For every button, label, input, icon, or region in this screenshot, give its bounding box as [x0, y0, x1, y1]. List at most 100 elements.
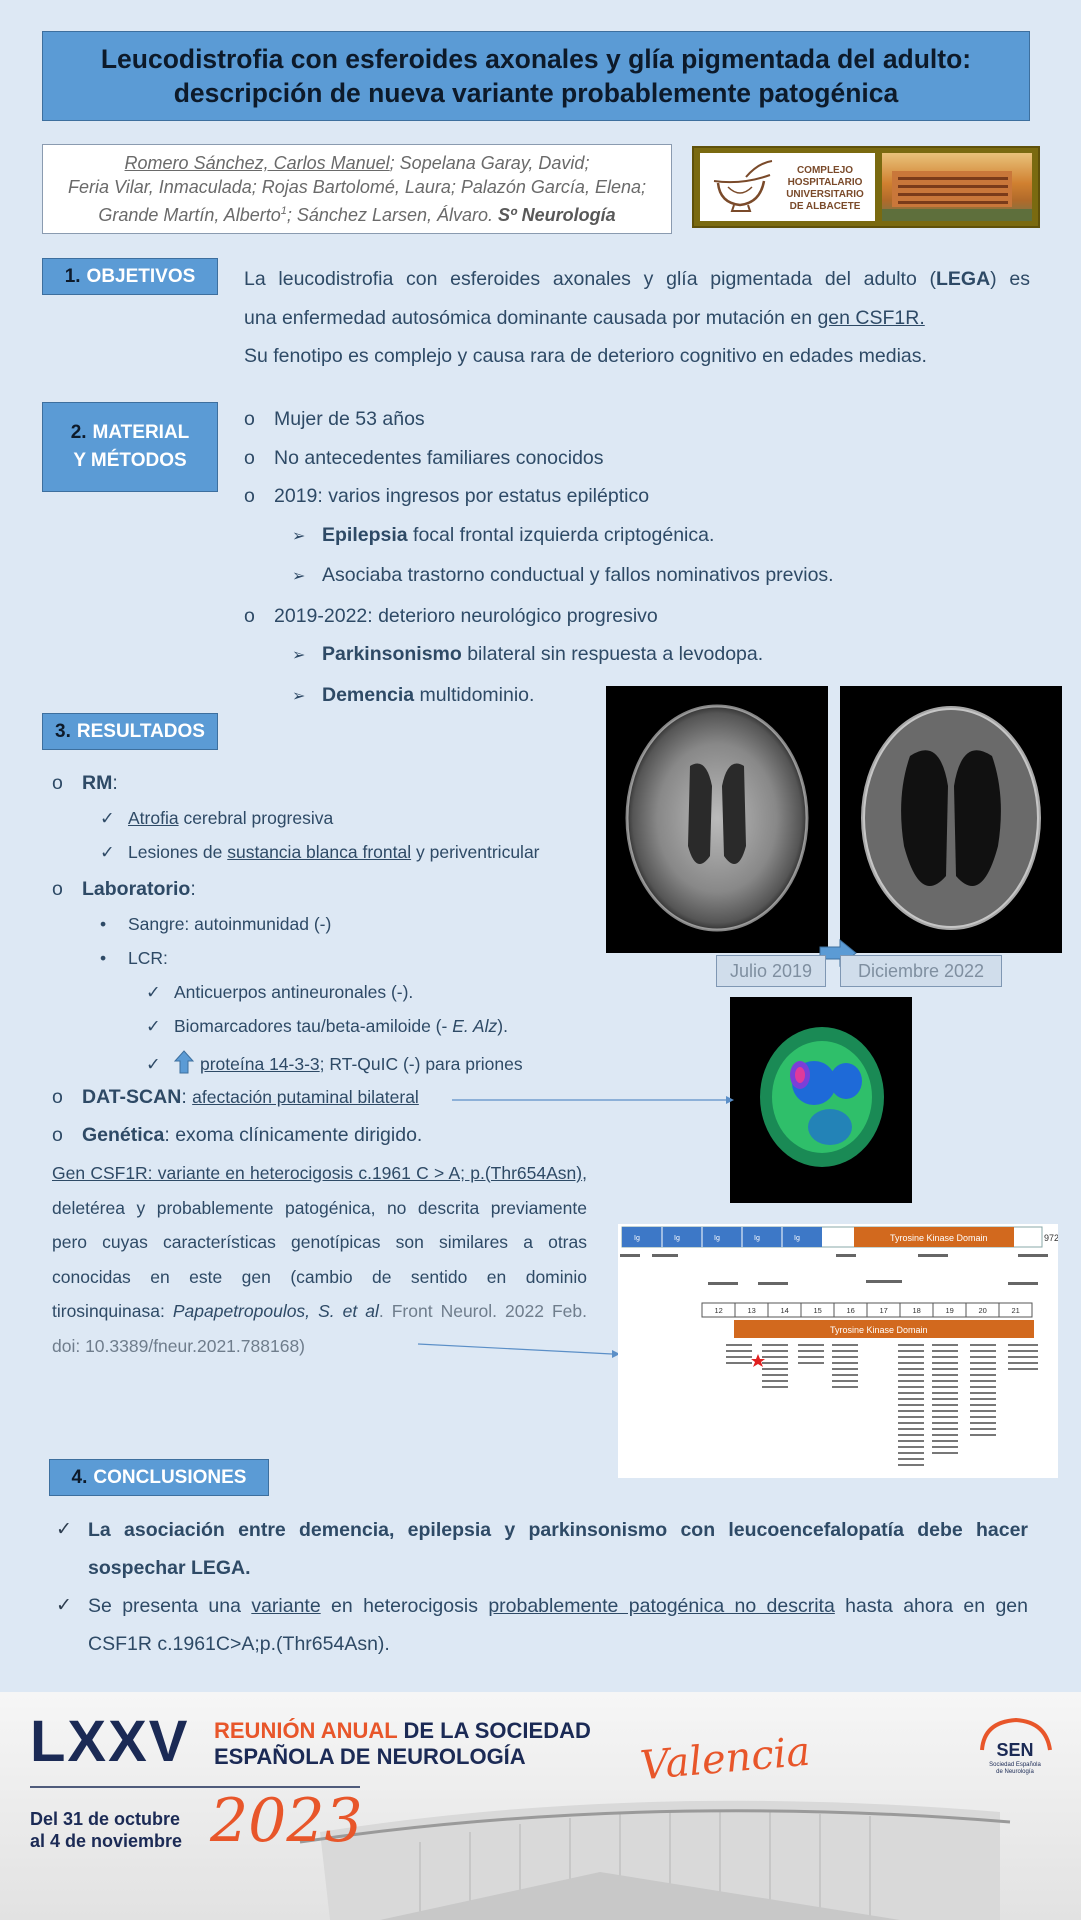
- arrow-up-icon: [173, 1050, 195, 1074]
- section-2-number: 2.: [70, 422, 87, 443]
- objetivos-line-2: una enfermedad autosómica dominante caus…: [244, 299, 1030, 338]
- section-3-label: RESULTADOS: [76, 720, 205, 742]
- lab-sub-2-text: LCR:: [128, 948, 168, 968]
- variant-underlined: Gen CSF1R: variante en heterocigosis c.1…: [52, 1163, 583, 1183]
- star-icon: [751, 1354, 765, 1367]
- rm-sub-2-a: Lesiones de: [128, 842, 228, 862]
- metodos-item-4-text: 2019-2022: deterioro neurológico progres…: [274, 604, 658, 627]
- rm-bold: RM: [82, 772, 113, 794]
- ig-label-4: Ig: [794, 1235, 800, 1242]
- hospital-logo: COMPLEJO HOSPITALARIO UNIVERSITARIO DE A…: [692, 146, 1040, 228]
- title-line-2: descripción de nueva variante probableme…: [173, 78, 899, 108]
- footer-reunion-anual: REUNIÓN ANUAL: [214, 1718, 404, 1743]
- logo-line-3: UNIVERSITARIO: [786, 189, 864, 200]
- bullet-icon: o: [52, 772, 63, 794]
- section-objetivos-header: 1.OBJETIVOS: [42, 258, 218, 295]
- metodos-item-4: o 2019-2022: deterioro neurológico progre…: [244, 597, 834, 636]
- gen-csf1r-link-text: gen CSF1R.: [817, 306, 925, 329]
- building-icon: [882, 171, 1032, 221]
- mortar-pestle-icon: [713, 160, 773, 212]
- poster-title: Leucodistrofia con esferoides axonales y…: [42, 31, 1030, 121]
- citation-author-italic: Papapetropoulos, S. et al: [172, 1301, 379, 1321]
- footer-congress-line-2: ESPAÑOLA DE NEUROLOGÍA: [214, 1744, 526, 1769]
- sen-logo-icon: [980, 1717, 1052, 1751]
- check-icon: ✓: [100, 808, 115, 828]
- section-metodos-header: 2.MATERIAL Y MÉTODOS: [42, 402, 218, 492]
- lcr-sub-2-b: ).: [497, 1016, 508, 1036]
- bullet-icon: o: [52, 1124, 63, 1146]
- sen-logo-subtitle-1: Sociedad Española: [989, 1762, 1041, 1768]
- check-icon: ✓: [56, 1519, 72, 1540]
- lab-sub-2: • LCR:: [52, 948, 612, 982]
- rm-sub-1: ✓Atrofia cerebral progresiva: [52, 808, 612, 842]
- exon-label: 17: [880, 1306, 888, 1315]
- variant-list-marks: [726, 1344, 1038, 1466]
- mutation-text-marks: [620, 1254, 1048, 1285]
- arrow-bullet-icon: ➢: [292, 687, 306, 705]
- genetica-paragraph-part-1: , deletérea y probablemente patogénica, …: [52, 1163, 587, 1321]
- congress-building-illustration: [0, 1692, 1081, 1920]
- section-1-number: 1.: [64, 265, 81, 287]
- metodos-item-3a: ➢Epilepsia focal frontal izquierda cript…: [244, 516, 834, 557]
- patogenica-underlined: probablemente patogénica no descrita: [488, 1595, 835, 1617]
- brain-mri-icon: [625, 704, 809, 932]
- protein-domain-diagram: Ig Ig Ig Ig Ig Tyrosine Kinase Domain 97…: [620, 1226, 1059, 1466]
- congress-footer: LXXV REUNIÓN ANUAL DE LA SOCIEDAD ESPAÑO…: [0, 1692, 1081, 1920]
- bullet-icon: o: [244, 485, 255, 507]
- sen-logo: SEN Sociedad Española de Neurología: [970, 1714, 1060, 1788]
- bullet-icon: o: [244, 604, 255, 627]
- metodos-item-4b-text: multidominio.: [414, 683, 535, 706]
- conclusion-2-text: Se presenta una variante en heterocigosi…: [88, 1587, 1028, 1663]
- footer-congress-name: REUNIÓN ANUAL DE LA SOCIEDAD ESPAÑOLA DE…: [214, 1718, 591, 1770]
- footer-dates: Del 31 de octubre al 4 de noviembre: [30, 1808, 182, 1852]
- genetica-paragraph-part-2: . Front Neurol. 2022 Feb. doi: 10.3389/f…: [52, 1301, 587, 1356]
- afectacion-putaminal-underlined: afectación putaminal bilateral: [192, 1087, 419, 1107]
- footer-de-la-sociedad: DE LA SOCIEDAD: [403, 1718, 591, 1743]
- proteina-14-3-3-underlined: proteína 14-3-3: [200, 1054, 320, 1074]
- brain-mri-icon: [861, 706, 1041, 930]
- section-2-label-a: MATERIAL: [92, 422, 190, 443]
- conclusion-2-c: hasta ahora en gen CSF1R c.1961C>A;p.(Th…: [88, 1595, 1029, 1655]
- conclusion-1-text: La asociación entre demencia, epilepsia …: [88, 1519, 1028, 1579]
- datscan-bold: DAT-SCAN: [82, 1086, 182, 1108]
- sustancia-blanca-underlined: sustancia blanca frontal: [227, 842, 412, 862]
- logo-line-1: COMPLEJO: [796, 165, 854, 176]
- datscan-image: [730, 997, 912, 1203]
- mri-image-2022: [840, 686, 1062, 953]
- epilepsia-bold: Epilepsia: [322, 523, 408, 546]
- objetivos-line-2-a: una enfermedad autosómica dominante caus…: [244, 306, 818, 329]
- conclusion-2: ✓ Se presenta una variante en heterocigo…: [56, 1587, 1028, 1663]
- check-icon: ✓: [100, 842, 115, 862]
- conclusion-2-b: en heterocigosis: [320, 1595, 489, 1617]
- logo-line-2: HOSPITALARIO: [787, 177, 863, 188]
- e-alz-italic: E. Alz: [452, 1016, 498, 1036]
- hospital-logo-panel: COMPLEJO HOSPITALARIO UNIVERSITARIO DE A…: [700, 153, 875, 221]
- exon-label: 14: [781, 1306, 789, 1315]
- objetivos-line-1-c: ) es: [990, 268, 1030, 290]
- section-conclusiones-header: 4.CONCLUSIONES: [49, 1459, 269, 1496]
- datscan-brain-icon: [760, 1027, 884, 1167]
- variante-underlined: variante: [251, 1595, 321, 1617]
- lab-sub-1: •Sangre: autoinmunidad (-): [52, 914, 612, 948]
- author-superscript: 1: [280, 205, 287, 217]
- lcr-sub-2-a: Biomarcadores tau/beta-amiloide (-: [174, 1016, 453, 1036]
- tk-domain-bar: [854, 1227, 1014, 1247]
- metodos-item-3a-text: focal frontal izquierda criptogénica.: [407, 523, 715, 546]
- check-icon: ✓: [146, 1016, 161, 1036]
- lega-bold: LEGA: [936, 268, 991, 290]
- authors-line-2: Feria Vilar, Inmaculada; Rojas Bartolomé…: [68, 177, 646, 197]
- lab-colon: :: [190, 878, 196, 900]
- ig-label-1: Ig: [674, 1235, 680, 1242]
- lcr-sub-3: ✓proteína 14-3-3; RT-QuIC (-) para prion…: [52, 1050, 612, 1086]
- lab-sub-1-text: Sangre: autoinmunidad (-): [128, 914, 332, 934]
- dot-bullet-icon: •: [100, 948, 107, 968]
- ig-label-3: Ig: [754, 1235, 760, 1242]
- title-line-1: Leucodistrofia con esferoides axonales y…: [100, 44, 972, 74]
- footer-date-line-1: Del 31 de octubre: [30, 1809, 181, 1829]
- conclusion-2-a: Se presenta una: [88, 1595, 252, 1617]
- footer-year: 2023: [210, 1786, 363, 1856]
- authors-box: Romero Sánchez, Carlos Manuel; Sopelana …: [42, 144, 672, 234]
